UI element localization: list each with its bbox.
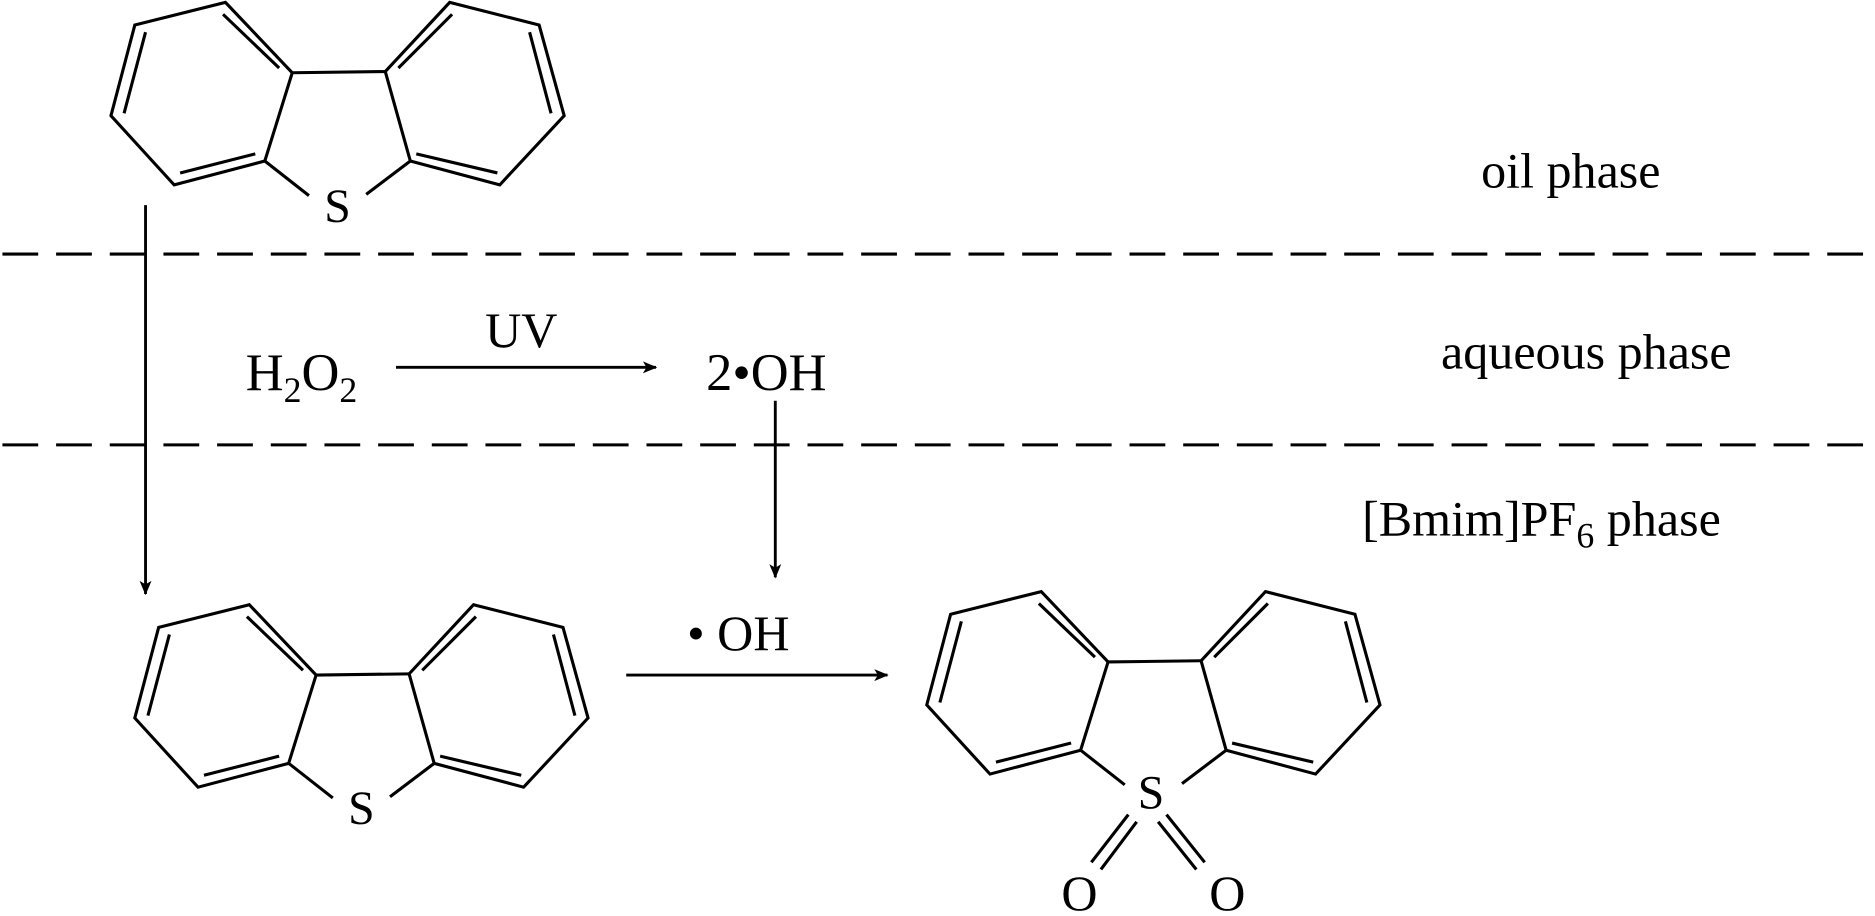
hydroxyl-radical-product: 2•OH [706, 344, 826, 402]
aqueous-phase-label: aqueous phase [1441, 324, 1732, 380]
oxygen-atom-right: O [1209, 865, 1245, 916]
dibenzothiophene-oil: S [109, 0, 566, 233]
sulfur-atom: S [348, 782, 375, 835]
dibenzothiophene-sulfone: S O O [925, 590, 1382, 916]
h2o2-label: H2O2 [246, 344, 358, 410]
hydroxyl-radical-label: • OH [687, 605, 789, 661]
uv-label: UV [485, 302, 557, 358]
sulfur-atom: S [1138, 767, 1165, 820]
dibenzothiophene-ionic-liquid: S [133, 603, 590, 835]
sulfur-atom: S [324, 180, 351, 233]
oil-phase-label: oil phase [1481, 142, 1660, 198]
ionic-liquid-phase-label: [Bmim]PF6 phase [1362, 491, 1721, 556]
oxygen-atom-left: O [1061, 865, 1097, 916]
